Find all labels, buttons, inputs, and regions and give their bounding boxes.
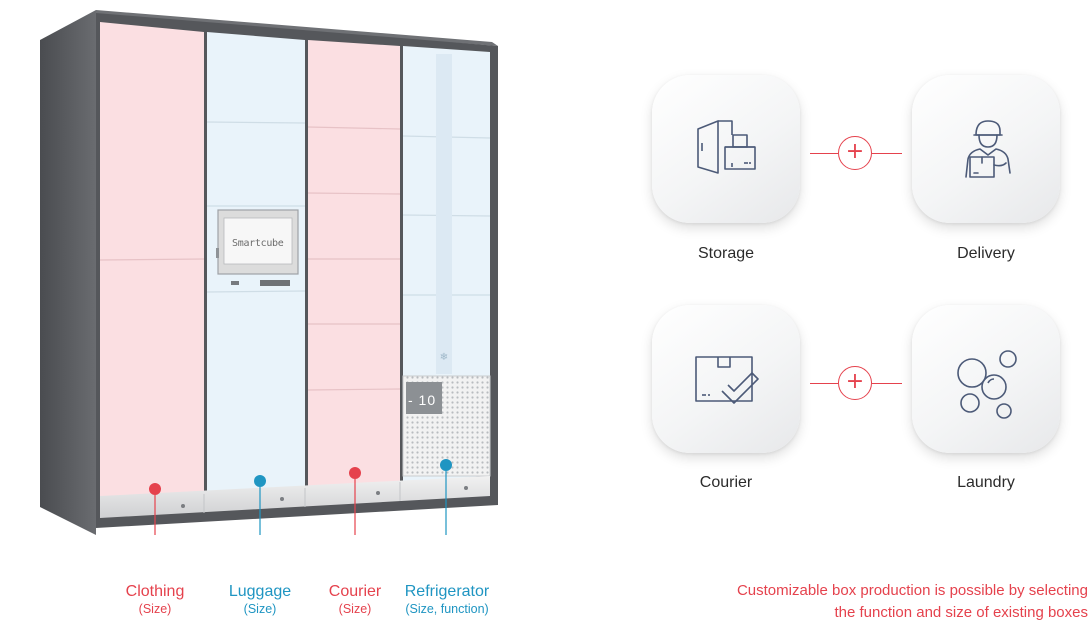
plus-connector-right-2 — [872, 383, 902, 384]
locker-side-panel — [40, 10, 96, 535]
refrigerator-label: Refrigerator (Size, function) — [392, 582, 502, 618]
customization-note-line-1: Customizable box production is possible … — [736, 582, 1088, 599]
clothing-label-detail: (Size) — [138, 602, 172, 616]
courier-locker-label-detail: (Size) — [338, 602, 372, 616]
storage-label: Storage — [697, 245, 755, 262]
clothing-column — [100, 22, 204, 502]
locker-illustration: ❄ — [40, 10, 498, 535]
delivery-tile — [912, 75, 1060, 223]
checked-box-icon — [695, 356, 759, 404]
courier-locker-label-name: Courier — [328, 583, 382, 600]
refrigerator-label-detail: (Size, function) — [405, 602, 489, 616]
bubbles-icon — [957, 350, 1017, 419]
door-box-icon — [697, 120, 756, 174]
clothing-label: Clothing (Size) — [105, 582, 205, 618]
plus-icon-2: + — [838, 366, 872, 400]
temperature-display — [406, 382, 442, 414]
plus-connector-left — [810, 153, 838, 154]
plus-icon: + — [838, 136, 872, 170]
kiosk-screen-text: Smartcube — [232, 238, 284, 249]
customization-note-line-2: the function and size of existing boxes — [834, 603, 1089, 621]
plus-connector-left-2 — [810, 383, 838, 384]
courier-tile — [652, 305, 800, 453]
plus-connector-right — [872, 153, 902, 154]
svg-text:❄: ❄ — [440, 352, 448, 363]
courier-marker-dot — [349, 467, 361, 479]
luggage-label-name: Luggage — [228, 583, 292, 600]
refrigerator-label-name: Refrigerator — [404, 583, 490, 600]
locker-cabinet: ❄ — [40, 10, 500, 535]
clothing-marker-dot — [149, 483, 161, 495]
luggage-label: Luggage (Size) — [210, 582, 310, 618]
luggage-marker-dot — [254, 475, 266, 487]
storage-tile — [652, 75, 800, 223]
delivery-person-icon — [965, 120, 1011, 178]
temperature-readout: - 10 — [408, 392, 437, 408]
laundry-tile — [912, 305, 1060, 453]
laundry-label: Laundry — [957, 474, 1015, 491]
clothing-label-name: Clothing — [125, 583, 185, 600]
courier-column — [308, 40, 400, 488]
courier-locker-label: Courier (Size) — [315, 582, 395, 618]
locker-base — [100, 476, 490, 518]
delivery-label: Delivery — [957, 245, 1015, 262]
refrigerator-marker-dot — [440, 459, 452, 471]
customization-note: Customizable box production is possible … — [648, 580, 1088, 624]
courier-label: Courier — [699, 474, 753, 491]
luggage-label-detail: (Size) — [243, 602, 277, 616]
